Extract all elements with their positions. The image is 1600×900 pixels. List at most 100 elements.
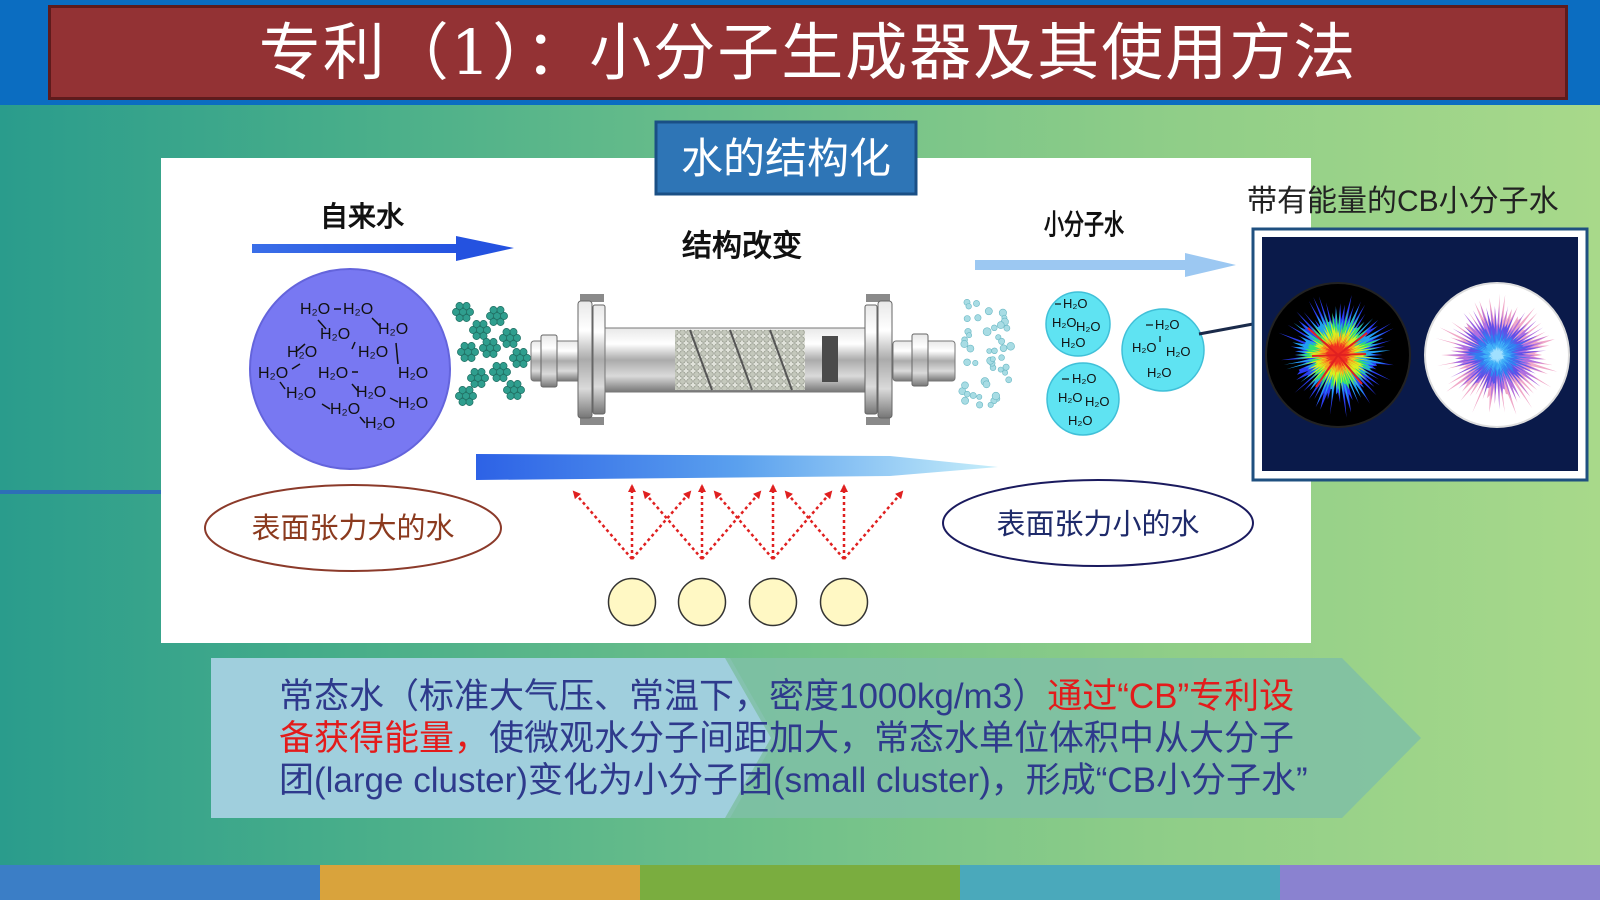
water-cluster-ball (506, 380, 515, 388)
low-tension-ellipse (942, 479, 1254, 567)
water-cluster-ball (470, 368, 479, 376)
water-cluster-ball (470, 380, 479, 388)
energy-streak (1315, 354, 1339, 388)
energy-streaks (1307, 327, 1368, 388)
molecule-label: H₂O (258, 365, 288, 382)
molecule-label: H₂O (343, 301, 373, 318)
sample-connector-line (1198, 322, 1254, 336)
water-cluster-ball (502, 328, 511, 336)
high-tension-label: 表面张力大的水 (251, 511, 454, 545)
water-cluster-ball (489, 306, 498, 314)
small-molecule-dot (1006, 342, 1015, 351)
water-cluster-ball (506, 392, 515, 400)
molecule-label: H₂O (318, 365, 348, 382)
water-cluster-ball (493, 344, 501, 352)
small-molecule-dot (999, 344, 1008, 352)
molecule-label: H₂O (1063, 296, 1088, 311)
emission-arrow (631, 490, 692, 560)
title-box: 专利（1）：小分子生成器及其使用方法 (48, 5, 1568, 100)
molecule-label: H₂O (1076, 319, 1101, 334)
water-cluster-ball (472, 320, 481, 328)
emission-arrow (713, 490, 774, 560)
small-molecule-water-label: 小分子水 (1044, 209, 1125, 240)
water-cluster-ball (458, 386, 467, 394)
small-molecule-dot (986, 348, 993, 354)
water-cluster-ball (492, 362, 501, 370)
molecule-label: H₂O (1061, 335, 1086, 350)
small-molecule-dot (996, 321, 1005, 329)
footer-color-bars (0, 865, 1600, 900)
water-cluster-ball (469, 326, 477, 334)
section-label: 水的结构化 (681, 134, 891, 183)
left-flange-bolt-bottom (580, 417, 604, 425)
bond-line (317, 319, 327, 330)
section-label-box: 水的结构化 (654, 120, 918, 196)
description-line: 备获得能量，使微观水分子间距加大，常态水单位体积中从大分子 (279, 718, 1308, 760)
small-molecule-dot (982, 327, 992, 337)
water-cluster-ball (503, 386, 511, 394)
emission-arrow (701, 490, 762, 560)
water-cluster-ball (500, 312, 508, 320)
water-cluster-ball (482, 338, 491, 346)
small-molecule-dot (960, 340, 969, 348)
emission-arrow (843, 490, 904, 560)
water-cluster-ball (462, 314, 471, 322)
water-cluster-ball (499, 362, 508, 370)
small-molecule-dot (963, 358, 971, 366)
energy-streak (1337, 354, 1363, 385)
molecule-label: H₂O (358, 344, 388, 361)
footer-bar-purple (1280, 865, 1600, 900)
description-chevron-left (211, 658, 776, 818)
water-cluster-ball (513, 334, 521, 342)
left-flange-bolt-top (580, 294, 604, 302)
footer-bar-orange (320, 865, 640, 900)
water-cluster-ball (471, 348, 479, 356)
water-cluster-ball (517, 386, 525, 394)
right-flange (877, 300, 893, 419)
right-flange-inner (864, 304, 878, 415)
bond-line (359, 416, 366, 424)
low-tension-badge: 表面张力小的水 (942, 479, 1254, 567)
emission-arrow (572, 490, 633, 560)
energy-source-circle (748, 577, 798, 627)
water-cluster-ball (503, 368, 511, 376)
water-cluster-ball (509, 354, 517, 362)
small-molecule-dot (966, 332, 972, 339)
small-molecule-spray (958, 298, 1015, 409)
water-cluster-ball (502, 340, 511, 348)
water-cluster-ball (483, 326, 491, 334)
molecule-label: H₂O (286, 385, 316, 402)
small-molecule-dot (991, 347, 998, 354)
molecule-label: H₂O (300, 301, 330, 318)
footer-bar-green (640, 865, 960, 900)
water-cluster-ball (499, 334, 507, 342)
mesh-band (689, 329, 713, 391)
water-cluster-ball (467, 374, 475, 382)
molecule-label: H₂O (378, 321, 408, 338)
mesh-band (729, 329, 753, 391)
water-cluster-ball (472, 332, 481, 340)
left-flange-inner (592, 304, 606, 415)
mesh-band (769, 329, 793, 391)
energy-source-circle (677, 577, 727, 627)
sample-left-energy-pattern (1278, 295, 1394, 418)
water-cluster-ball (512, 360, 521, 368)
water-cluster-ball (455, 392, 463, 400)
molecule-label: H₂O (365, 415, 395, 432)
description-chevron-right (725, 658, 1421, 818)
molecule-label: H₂O (1085, 394, 1110, 409)
water-cluster-ball (457, 348, 465, 356)
water-cluster-ball (513, 392, 522, 400)
molecule-label: H₂O (1068, 413, 1093, 428)
tap-water-label: 自来水 (320, 201, 405, 232)
small-molecule-dot (963, 315, 971, 322)
bond-line (291, 363, 301, 370)
water-cluster-ball (477, 368, 486, 376)
energy-source-circle (819, 577, 869, 627)
small-molecule-dot (1002, 363, 1010, 371)
water-cluster-ball (465, 386, 474, 394)
description-chevrons (211, 658, 1421, 818)
small-molecule-dot (974, 314, 982, 322)
small-molecule-dot (961, 381, 969, 390)
